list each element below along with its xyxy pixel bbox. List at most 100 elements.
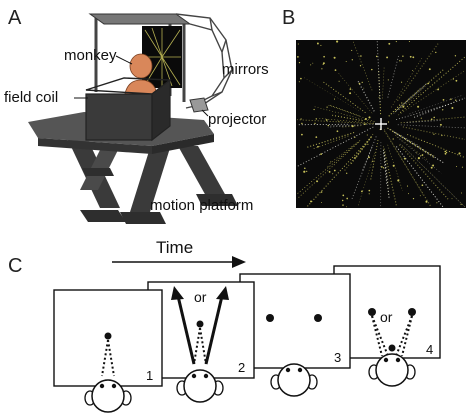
- star-dot: [400, 60, 402, 62]
- star-dot: [320, 44, 322, 46]
- starfield-ray: [394, 68, 445, 113]
- star-dot: [310, 64, 312, 66]
- star-dot: [406, 185, 409, 187]
- star-dot: [313, 108, 315, 111]
- star-dot: [322, 62, 325, 65]
- star-dot: [412, 69, 413, 71]
- apparatus-illustration: [28, 13, 238, 224]
- starfield-rays: [296, 40, 466, 208]
- star-dot: [320, 191, 323, 193]
- star-dot: [306, 170, 308, 172]
- star-dot: [412, 197, 415, 200]
- trial-frame-3: 3: [239, 273, 351, 397]
- star-dot: [332, 173, 334, 175]
- star-dot: [432, 164, 435, 167]
- choice-or-label: or: [194, 289, 207, 305]
- panel-label-b: B: [282, 7, 295, 29]
- star-dot: [368, 189, 371, 192]
- star-dot: [417, 105, 420, 108]
- star-dot: [372, 166, 374, 168]
- star-dot: [408, 40, 410, 43]
- star-dot: [320, 153, 322, 156]
- star-dot: [346, 206, 347, 208]
- star-dot: [436, 202, 438, 204]
- starfield-ray: [388, 101, 404, 117]
- star-dot: [310, 200, 312, 203]
- star-dot: [375, 55, 378, 58]
- star-dot: [364, 117, 367, 121]
- star-dot: [326, 106, 328, 108]
- star-dot: [316, 180, 319, 183]
- star-dot: [397, 179, 400, 182]
- star-dot: [425, 200, 428, 203]
- star-dot: [333, 98, 336, 100]
- starfield-ray: [327, 142, 357, 166]
- star-dot: [303, 170, 306, 173]
- starfield-ray: [383, 151, 390, 200]
- starfield-ray: [370, 140, 379, 181]
- star-dot: [439, 123, 442, 126]
- star-dot: [433, 133, 435, 135]
- starfield-ray: [313, 106, 374, 123]
- star-dot: [349, 88, 352, 90]
- star-dot: [430, 118, 433, 120]
- star-dot: [372, 160, 374, 162]
- starfield-ray: [313, 135, 349, 149]
- platform-foot: [120, 212, 166, 224]
- star-dot: [421, 184, 424, 187]
- starfield-ray: [409, 94, 464, 115]
- star-dot: [433, 116, 435, 119]
- frame-number: 4: [426, 342, 433, 357]
- frame-number: 3: [334, 350, 341, 365]
- label-projector: projector: [208, 111, 266, 128]
- star-dot: [460, 203, 462, 205]
- starfield-ray: [399, 56, 466, 113]
- star-dot: [428, 68, 431, 71]
- starfield-ray: [383, 148, 398, 208]
- star-dot: [455, 99, 457, 101]
- starfield-ray: [296, 119, 373, 125]
- starfield-ray: [387, 144, 403, 191]
- star-dot: [420, 117, 422, 119]
- star-dot: [328, 171, 331, 173]
- starfield-ray: [376, 40, 381, 103]
- star-dot: [427, 82, 430, 85]
- star-dot: [315, 118, 318, 120]
- starfield-ray: [378, 69, 382, 115]
- star-dot: [408, 193, 409, 195]
- starfield-ray: [296, 126, 374, 167]
- star-dot: [392, 164, 395, 167]
- star-dot: [420, 155, 422, 157]
- starfield-ray: [332, 114, 363, 122]
- frame-number: 1: [146, 368, 153, 383]
- star-dot: [342, 194, 345, 197]
- star-dot: [341, 199, 344, 202]
- monkey-head-icon: [270, 363, 318, 397]
- star-dot: [322, 63, 324, 65]
- star-dot: [327, 165, 329, 167]
- star-dot: [455, 79, 458, 82]
- star-dot: [327, 124, 329, 127]
- starfield-ray: [389, 128, 437, 158]
- starfield-ray: [328, 104, 375, 123]
- star-dot: [351, 59, 353, 61]
- star-dot: [334, 69, 337, 71]
- starfield-ray: [399, 144, 449, 200]
- starfield-ray: [296, 141, 360, 200]
- star-dot: [298, 61, 301, 64]
- star-dot: [336, 130, 339, 133]
- star-dot: [363, 123, 366, 126]
- star-dot: [338, 80, 340, 82]
- platform-leg: [178, 146, 226, 196]
- starfield-ray: [401, 88, 420, 106]
- starfield-ray: [393, 131, 445, 164]
- platform-foot: [196, 194, 238, 206]
- star-dot: [346, 172, 348, 174]
- star-dot: [371, 68, 373, 71]
- star-dot: [382, 167, 385, 169]
- star-dot: [388, 42, 391, 45]
- starfield-ray: [319, 118, 375, 124]
- star-dot: [304, 167, 306, 170]
- star-dot: [392, 138, 394, 140]
